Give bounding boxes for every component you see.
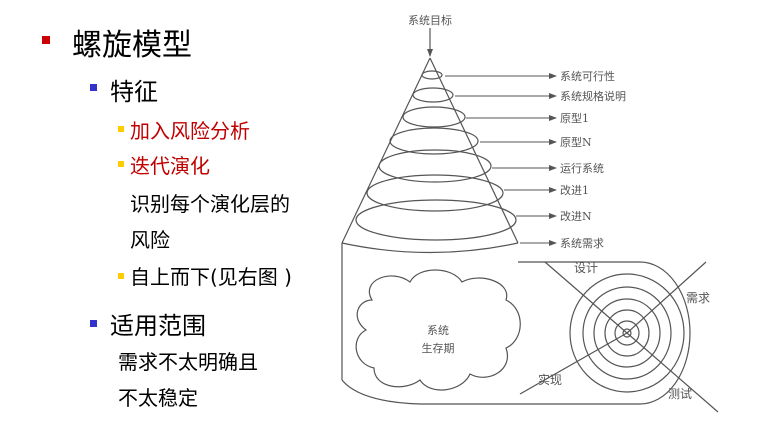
spiral-ring: [389, 127, 479, 155]
spiral-ring: [378, 149, 492, 183]
stage-label: 改进1: [560, 183, 589, 197]
lifecycle-cylinder: [341, 243, 691, 405]
blue-square-bullet-icon: [90, 84, 97, 91]
wheel-label-implementation: 实现: [538, 372, 562, 387]
scope-line1: 需求不太明确且: [118, 350, 258, 374]
red-square-bullet-icon: [42, 36, 50, 44]
spiral-ring: [366, 174, 504, 212]
stage-label: 系统规格说明: [560, 89, 626, 103]
slide-title: 螺旋模型: [72, 28, 192, 63]
risk-description-line1: 识别每个演化层的: [130, 192, 290, 216]
cloud-shape: [355, 269, 521, 391]
stage-label: 原型1: [560, 111, 589, 125]
feature-iterative-evolution: 迭代演化: [130, 154, 210, 178]
wheel-label-design: 设计: [574, 261, 598, 275]
spiral-cone: [341, 57, 519, 254]
wheel-label-testing: 测试: [668, 386, 692, 401]
apex-label: 系统目标: [408, 13, 452, 27]
spiral-ring: [412, 87, 454, 103]
yellow-square-bullet-icon: [118, 161, 124, 167]
cloud-label-line1: 系统: [427, 324, 449, 337]
scope-heading: 适用范围: [110, 312, 206, 340]
scope-line2: 不太稳定: [118, 386, 198, 410]
risk-description-line2: 风险: [130, 228, 170, 252]
stage-label: 改进N: [560, 209, 592, 223]
stage-arrows: [445, 73, 557, 246]
yellow-square-bullet-icon: [118, 273, 124, 279]
features-heading: 特征: [110, 78, 158, 106]
feature-risk-analysis: 加入风险分析: [130, 119, 250, 143]
yellow-square-bullet-icon: [118, 126, 124, 132]
stage-label: 原型N: [560, 135, 592, 149]
stage-label: 系统需求: [560, 237, 604, 250]
wheel-label-requirements: 需求: [686, 291, 710, 305]
spiral-ring: [355, 199, 517, 241]
development-wheel: [519, 261, 719, 413]
cloud-label-line2: 生存期: [422, 341, 455, 355]
stage-label: 系统可行性: [560, 69, 615, 83]
blue-square-bullet-icon: [90, 320, 97, 327]
spiral-ring: [421, 70, 443, 80]
stage-label: 运行系统: [560, 162, 604, 175]
spiral-ring: [402, 106, 466, 128]
top-down-item: 自上而下(见右图 ): [130, 265, 292, 289]
